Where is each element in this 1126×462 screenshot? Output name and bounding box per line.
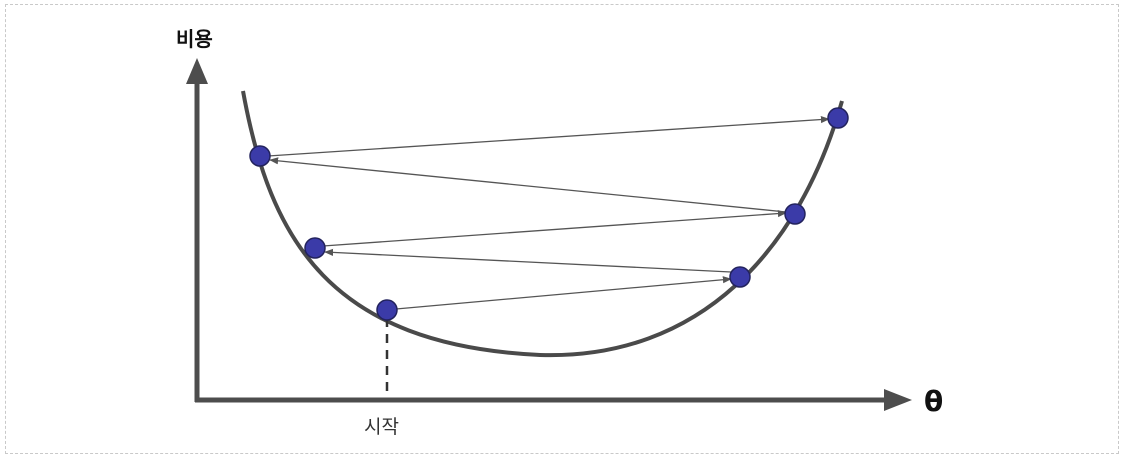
- point-start: [376, 299, 398, 321]
- x-axis-label: θ: [924, 385, 943, 418]
- y-axis-arrowhead: [186, 58, 208, 84]
- step-arrow-3: [322, 209, 787, 247]
- cost-curve: [241, 90, 844, 358]
- descent-points: [249, 107, 849, 321]
- point-6: [827, 107, 849, 129]
- point-5: [249, 145, 271, 167]
- start-label: 시작: [364, 416, 399, 438]
- y-axis-label: 비용: [176, 27, 213, 51]
- step-arrow-1: [395, 276, 732, 310]
- figure-frame: [5, 4, 1119, 454]
- step-arrows: [267, 115, 830, 310]
- step-arrow-4: [269, 157, 787, 213]
- axes: [186, 58, 912, 411]
- point-2: [729, 266, 751, 288]
- point-3: [304, 237, 326, 259]
- step-arrow-5: [267, 115, 830, 157]
- step-arrow-2: [324, 248, 732, 273]
- x-axis-arrowhead: [884, 389, 912, 411]
- point-4: [784, 203, 806, 225]
